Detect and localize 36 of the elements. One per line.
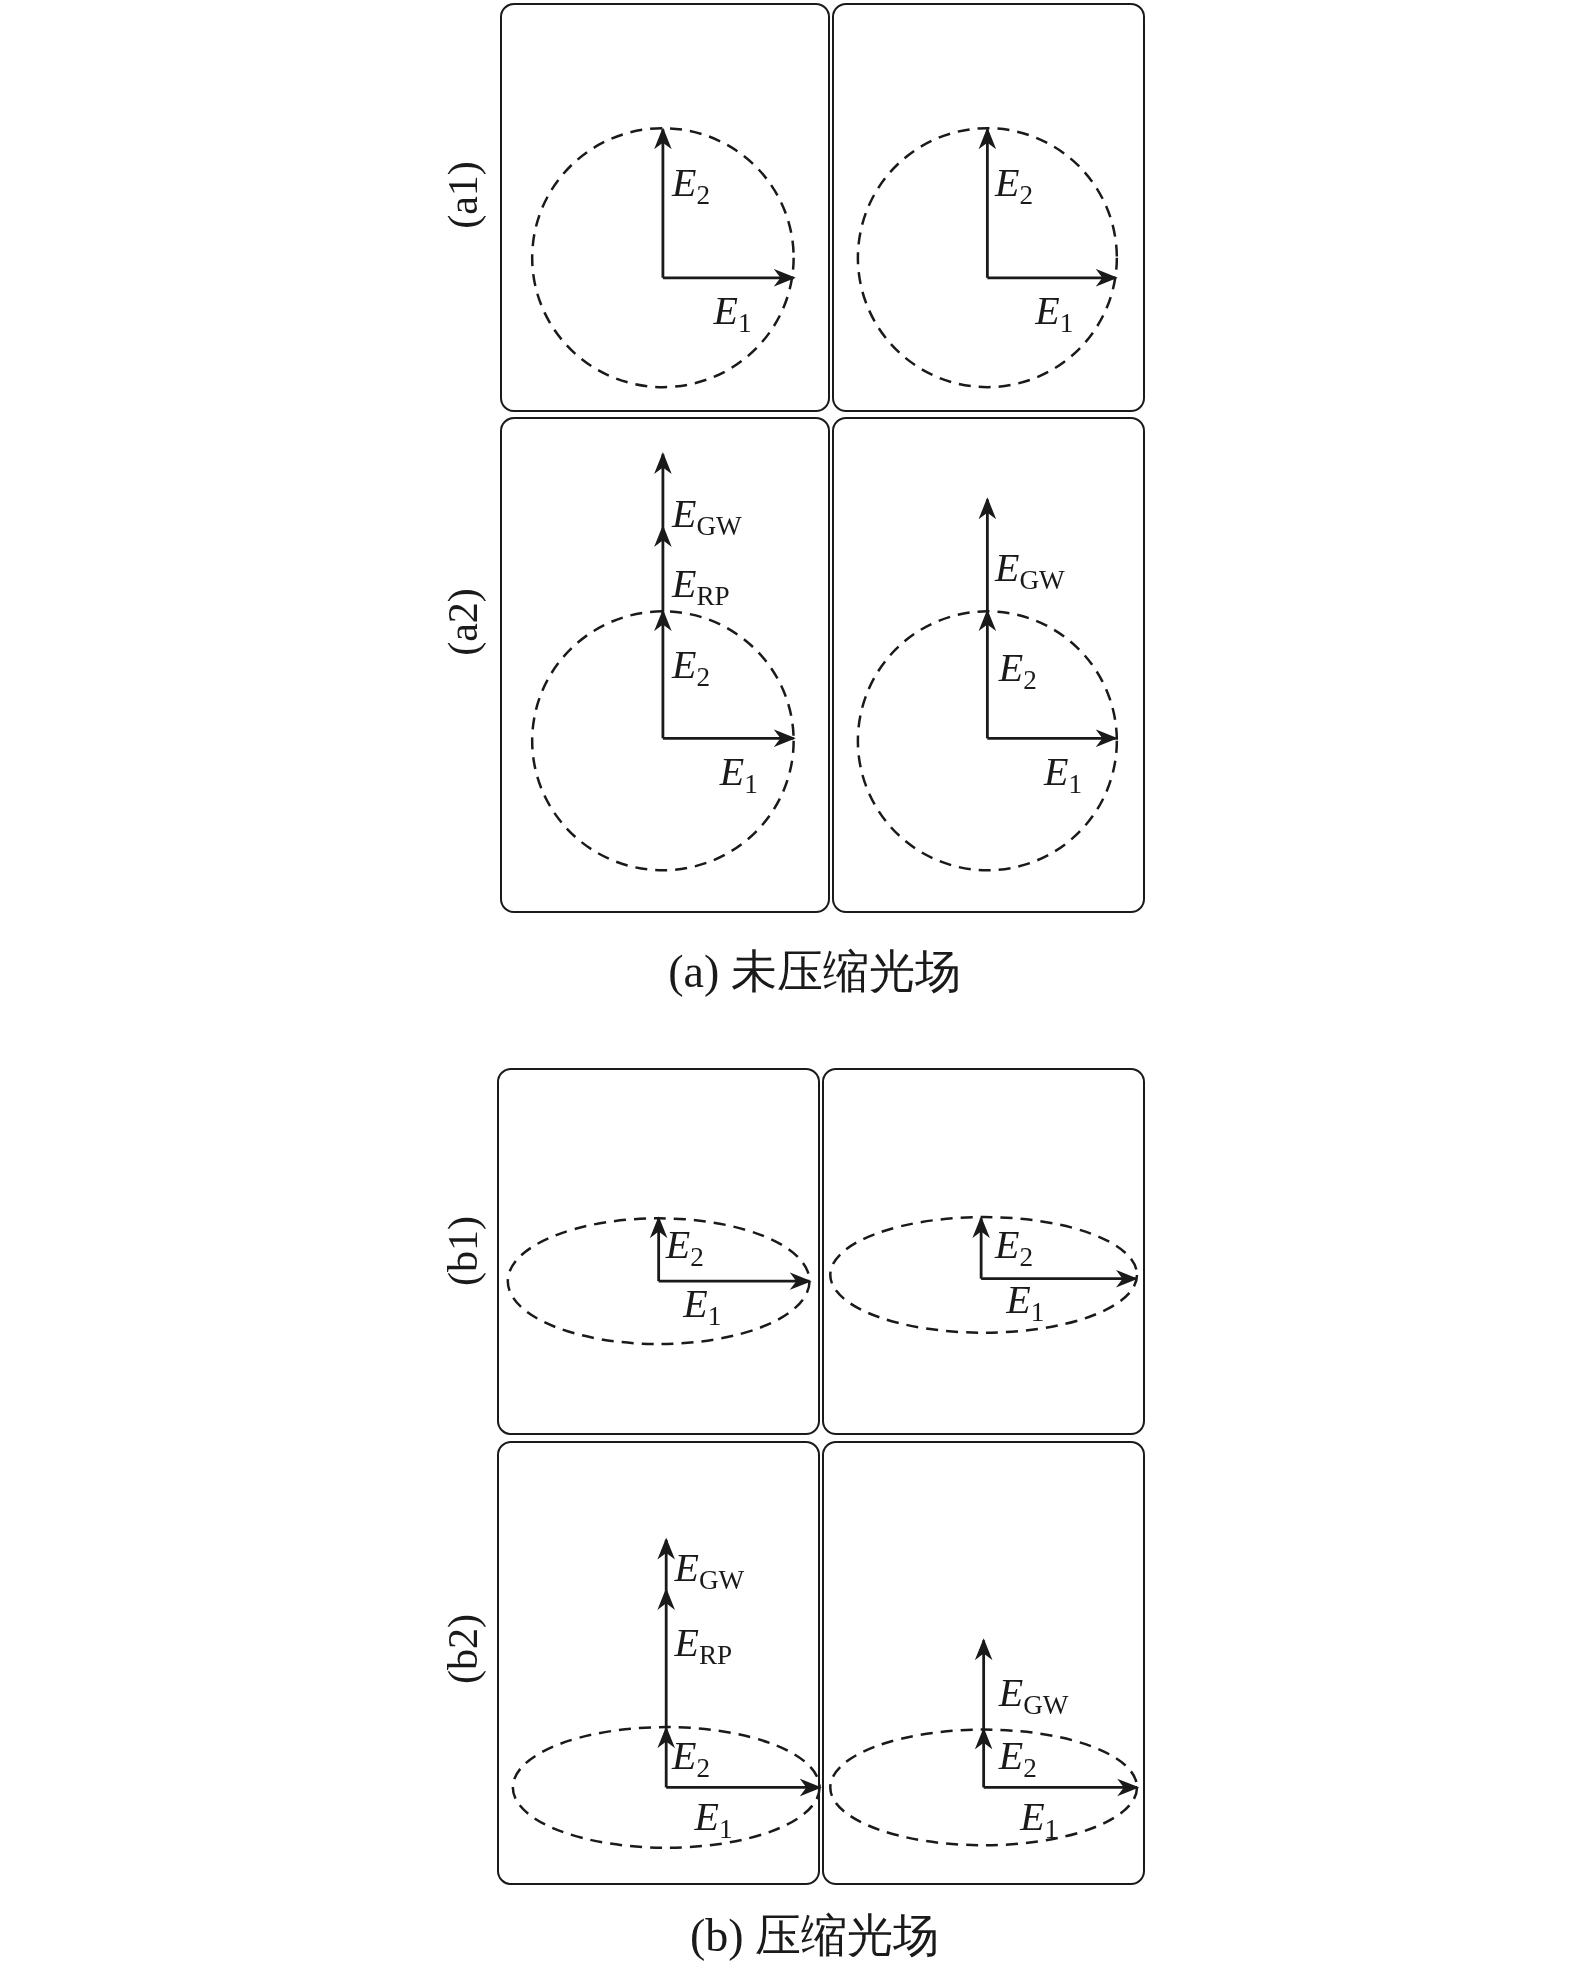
panel-box	[500, 2, 830, 413]
vector-label: E$_{1}$	[1020, 1796, 1059, 1843]
panel-box	[832, 2, 1146, 413]
panel-box	[832, 417, 1146, 913]
vector-label: E$_{RP}$	[671, 563, 730, 610]
panel-box	[496, 1440, 820, 1886]
vector-label: E$_{GW}$	[671, 494, 742, 541]
vector-label: E$_{2}$	[995, 162, 1034, 209]
subfigure-caption: (a) 未压缩光场	[668, 944, 961, 999]
vector-label: E$_{RP}$	[674, 1622, 733, 1670]
vector-label: E$_{2}$	[998, 647, 1037, 694]
subfigure-caption: (b) 压缩光场	[689, 1908, 940, 1963]
vector-label: E$_{2}$	[671, 1736, 710, 1783]
vector-label: E$_{2}$	[671, 162, 710, 209]
vector-label: E$_{2}$	[998, 1736, 1037, 1783]
panel-box	[822, 1440, 1146, 1886]
vector-label: E$_{GW}$	[995, 548, 1065, 595]
vector-label: E$_{GW}$	[674, 1547, 745, 1594]
vector-label: E$_{2}$	[671, 645, 710, 692]
row-label: (b2)	[438, 1614, 487, 1685]
panel-box	[496, 1068, 820, 1436]
panel-box	[500, 417, 830, 913]
vector-label: E$_{2}$	[995, 1224, 1034, 1271]
vector-label: E$_{1}$	[694, 1796, 733, 1843]
vector-label: E$_{1}$	[719, 751, 758, 799]
vector-label: E$_{1}$	[1035, 290, 1074, 337]
row-label: (a2)	[438, 588, 487, 656]
vector-label: E$_{1}$	[683, 1283, 722, 1330]
vector-label: E$_{1}$	[1044, 751, 1083, 799]
vector-label: E$_{1}$	[1006, 1279, 1045, 1327]
vector-label: E$_{GW}$	[998, 1673, 1069, 1720]
row-label: (b1)	[438, 1215, 487, 1286]
panel-box	[822, 1068, 1146, 1436]
row-label: (a1)	[438, 161, 487, 229]
vector-label: E$_{1}$	[713, 290, 752, 337]
vector-label: E$_{2}$	[665, 1224, 704, 1271]
